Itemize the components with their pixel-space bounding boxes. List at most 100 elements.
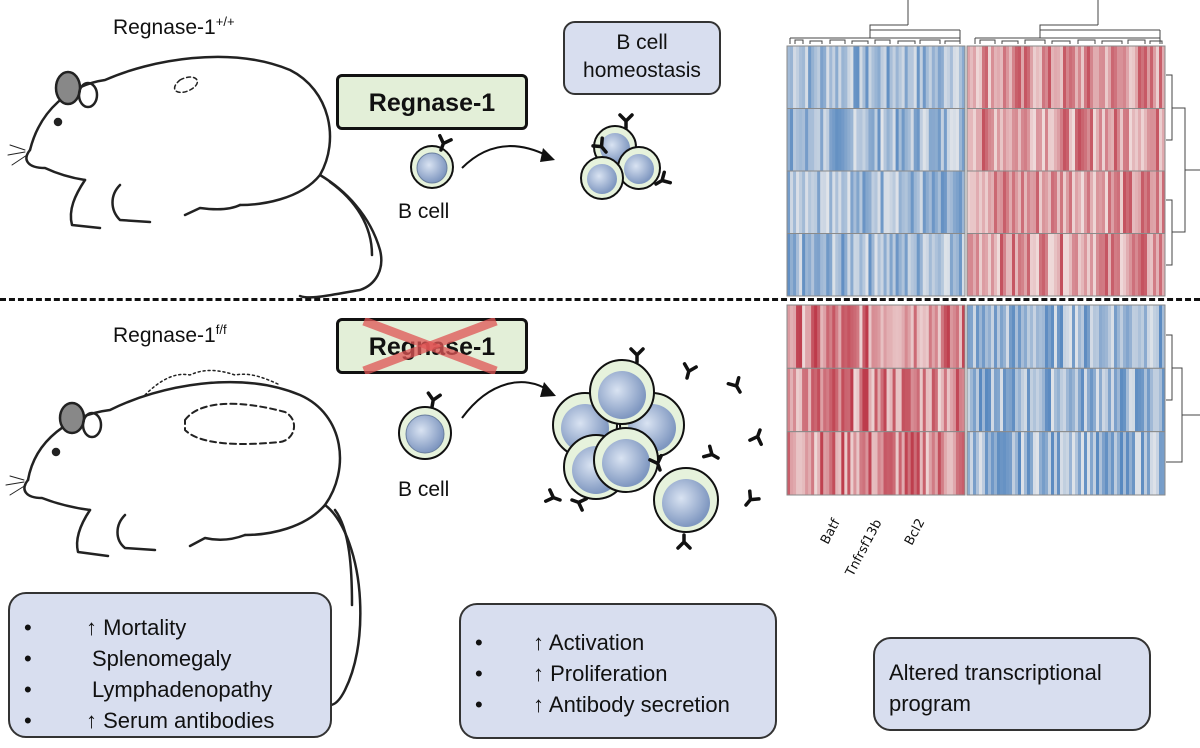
heatmap-cell <box>961 368 966 432</box>
heatmap-cell <box>823 431 827 495</box>
heatmap-cell <box>865 233 869 296</box>
heatmap-cell <box>802 108 806 171</box>
heatmap-cell <box>913 431 918 495</box>
heatmap-cell <box>1060 431 1064 495</box>
heatmap-cell <box>1057 108 1061 171</box>
heatmap-cell <box>970 368 974 432</box>
heatmap-cell <box>886 305 891 369</box>
heatmap-cell <box>916 171 921 234</box>
heatmap-cell <box>1054 368 1058 432</box>
heatmap-cell <box>1105 368 1109 432</box>
heatmap-cell <box>1162 233 1166 296</box>
heatmap-cell <box>838 46 842 109</box>
heatmap-cell <box>1069 108 1073 171</box>
heatmap-cell <box>988 46 992 109</box>
heatmap-cell <box>1150 171 1154 234</box>
heatmap-cell <box>841 171 845 234</box>
heatmap-cell <box>1159 305 1163 369</box>
heatmap-cell <box>967 368 971 432</box>
heatmap-cell <box>982 46 986 109</box>
heatmap-cell <box>802 305 806 369</box>
heatmap-cell <box>1135 171 1139 234</box>
heatmap-cell <box>823 368 827 432</box>
heatmap-cell <box>1117 368 1121 432</box>
heatmap-cell <box>937 431 942 495</box>
heatmap-cell <box>895 108 900 171</box>
heatmap-cell <box>988 108 992 171</box>
heatmap-cell <box>1132 171 1136 234</box>
heatmap-cell <box>1015 233 1019 296</box>
heatmap-cell <box>1153 305 1157 369</box>
heatmap-cell <box>895 46 900 109</box>
heatmap-cell <box>1072 233 1076 296</box>
heatmap-cell <box>820 233 824 296</box>
heatmap-cell <box>916 233 921 296</box>
heatmap-cell <box>865 368 869 432</box>
heatmap-cell <box>865 171 869 234</box>
heatmap-cell <box>892 171 897 234</box>
heatmap-cell <box>889 368 894 432</box>
heatmap-cell <box>1132 108 1136 171</box>
heatmap-cell <box>799 368 803 432</box>
heatmap-cell <box>1126 368 1130 432</box>
heatmap-cell <box>886 171 891 234</box>
heatmap-cell <box>1051 305 1055 369</box>
heatmap-cell <box>1075 368 1079 432</box>
heatmap-cell <box>1126 431 1130 495</box>
heatmap-cell <box>1084 171 1088 234</box>
heatmap-cell <box>880 233 885 296</box>
heatmap-cell <box>931 305 936 369</box>
heatmap-cell <box>850 305 854 369</box>
heatmap-cell <box>1063 233 1067 296</box>
heatmap-cell <box>820 108 824 171</box>
heatmap-cell <box>1012 431 1016 495</box>
heatmap-cell <box>997 305 1001 369</box>
ko-b-cell <box>398 391 452 460</box>
heatmap-cell <box>1000 368 1004 432</box>
heatmap-cell <box>952 171 957 234</box>
bcell-outcome-item: • ↑ Activation <box>475 630 645 655</box>
ko-arrow <box>461 381 549 419</box>
heatmap-cell <box>814 108 818 171</box>
heatmap-cell <box>907 368 912 432</box>
heatmap-cell <box>1045 171 1049 234</box>
heatmap-cell <box>880 46 885 109</box>
heatmap-cell <box>1003 368 1007 432</box>
heatmap-cell <box>1063 431 1067 495</box>
heatmap-cell <box>910 171 915 234</box>
heatmap-cell <box>1111 108 1115 171</box>
heatmap-cell <box>802 233 806 296</box>
heatmap-cell <box>808 171 812 234</box>
heatmap-cell <box>883 108 888 171</box>
heatmap-cell <box>799 233 803 296</box>
heatmap-cell <box>988 233 992 296</box>
heatmap-cell <box>859 171 863 234</box>
heatmap-cell <box>1051 368 1055 432</box>
heatmap-cell <box>790 233 794 296</box>
heatmap-cell <box>844 368 848 432</box>
heatmap-cell <box>1012 233 1016 296</box>
heatmap-cell <box>862 431 866 495</box>
heatmap-cell <box>1021 368 1025 432</box>
heatmap-cell <box>898 431 903 495</box>
heatmap-cell <box>1027 431 1031 495</box>
heatmap-cell <box>1057 368 1061 432</box>
heatmap-cell <box>808 431 812 495</box>
heatmap-cell <box>1075 305 1079 369</box>
heatmap-cell <box>856 431 860 495</box>
heatmap-cell <box>1024 431 1028 495</box>
heatmap-cell <box>871 46 875 109</box>
heatmap-cell <box>913 46 918 109</box>
heatmap-cell <box>868 233 872 296</box>
heatmap-cell <box>1144 305 1148 369</box>
heatmap-cell <box>1066 305 1070 369</box>
heatmap-cell <box>928 46 933 109</box>
heatmap-cell <box>1027 305 1031 369</box>
heatmap-cell <box>943 368 948 432</box>
heatmap-cell <box>1060 46 1064 109</box>
heatmap-cell <box>1027 46 1031 109</box>
heatmap-cell <box>853 233 857 296</box>
heatmap-cell <box>847 233 851 296</box>
heatmap-cell <box>1006 171 1010 234</box>
heatmap-cell <box>895 431 900 495</box>
